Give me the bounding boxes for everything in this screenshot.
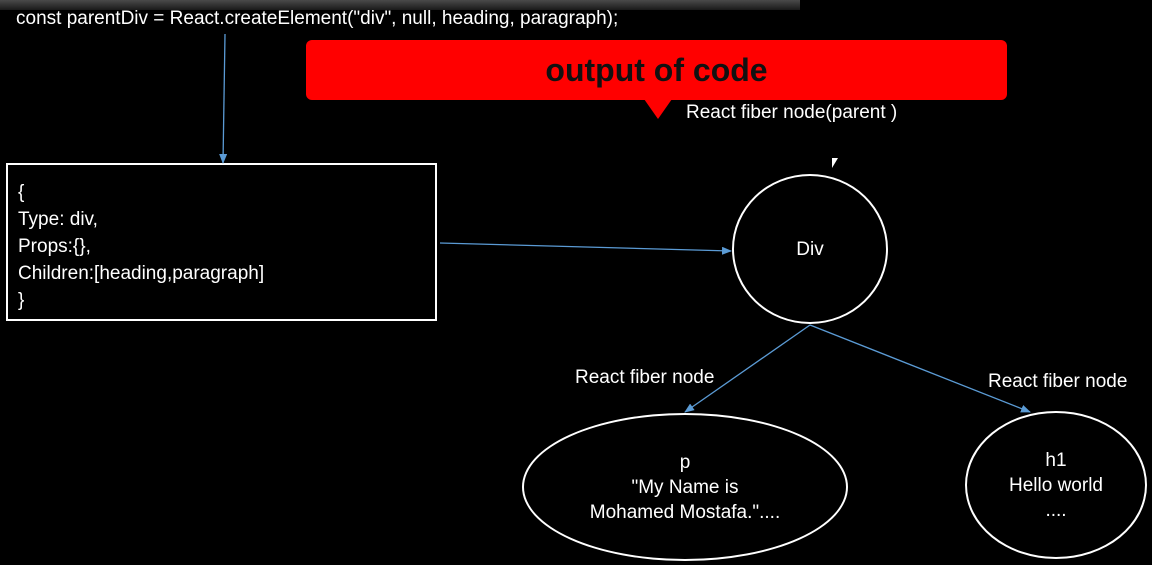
p-node: p "My Name is Mohamed Mostafa.".... bbox=[522, 413, 848, 561]
object-line: Props:{}, bbox=[18, 236, 91, 257]
output-banner: output of code bbox=[306, 40, 1007, 100]
code-statement: const parentDiv = React.createElement("d… bbox=[16, 8, 619, 29]
arrow-object-to-div bbox=[439, 242, 732, 255]
element-object-box: { Type: div, Props:{}, Children:[heading… bbox=[6, 163, 437, 321]
div-node-label: Div bbox=[796, 238, 824, 260]
label-left-fiber: React fiber node bbox=[575, 367, 715, 388]
banner-title: output of code bbox=[545, 51, 768, 88]
p-node-text-1: "My Name is bbox=[631, 476, 739, 498]
mouse-cursor-icon bbox=[832, 158, 838, 168]
h1-node-tag: h1 bbox=[1045, 449, 1067, 471]
label-parent-fiber: React fiber node(parent ) bbox=[686, 102, 898, 123]
object-line: Type: div, bbox=[18, 209, 98, 230]
top-strip bbox=[0, 0, 800, 10]
h1-node-text-2: .... bbox=[1045, 499, 1067, 521]
arrow-div-to-p bbox=[684, 324, 811, 413]
object-line: } bbox=[18, 290, 25, 311]
h1-node-text-1: Hello world bbox=[1009, 474, 1103, 496]
object-line: { bbox=[18, 182, 25, 203]
h1-node: h1 Hello world .... bbox=[965, 411, 1147, 559]
object-line: Children:[heading,paragraph] bbox=[18, 263, 265, 284]
arrow-div-to-h1 bbox=[809, 324, 1031, 413]
div-node: Div bbox=[732, 174, 888, 324]
p-node-tag: p bbox=[679, 451, 691, 473]
banner-pointer bbox=[644, 99, 672, 119]
arrow-code-to-object bbox=[219, 33, 228, 164]
p-node-text-2: Mohamed Mostafa.".... bbox=[589, 501, 781, 523]
label-right-fiber: React fiber node bbox=[988, 371, 1128, 392]
